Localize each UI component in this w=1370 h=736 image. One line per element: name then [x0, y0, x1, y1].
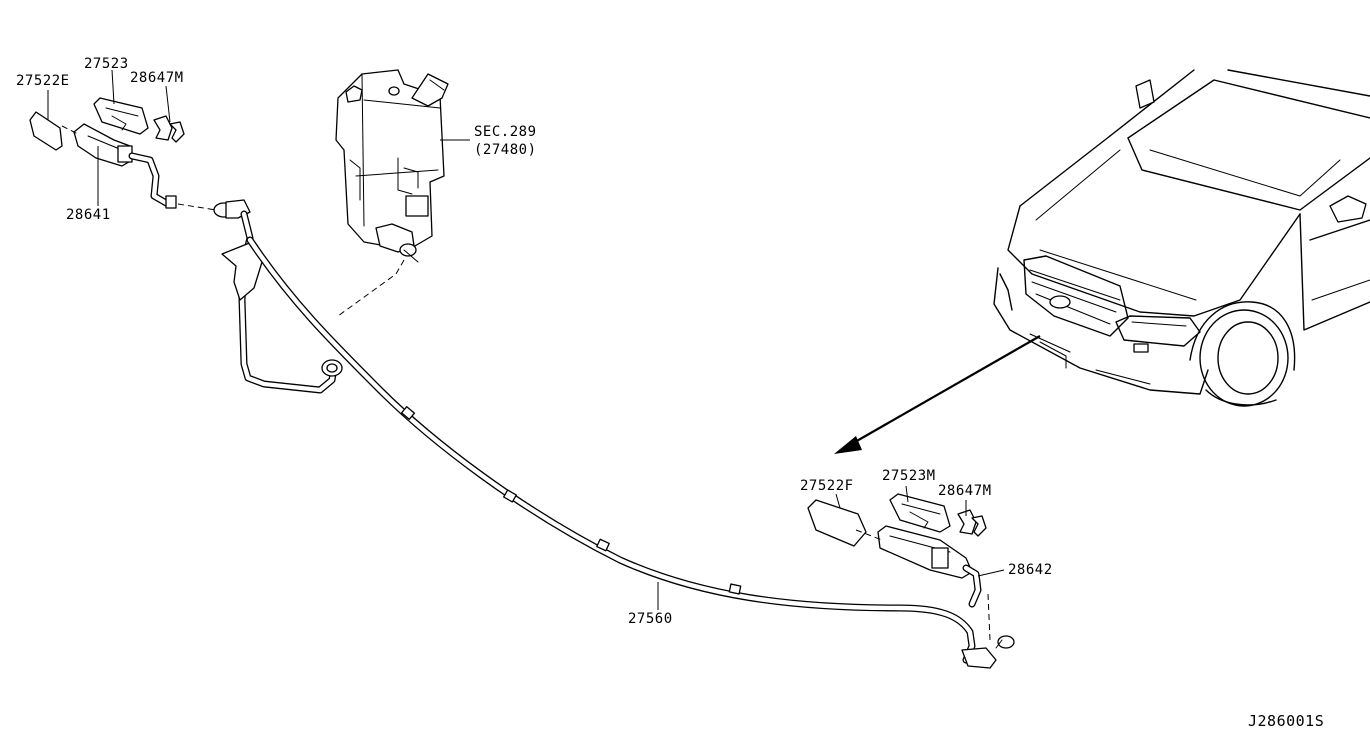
label-28647m-left: 28647M: [130, 70, 184, 86]
nozzle-right: [889, 493, 951, 533]
label-28642: 28642: [1008, 562, 1053, 578]
drawing-id: J286001S: [1248, 712, 1324, 730]
label-27522e: 27522E: [16, 73, 70, 89]
label-27480: (27480): [474, 142, 537, 158]
nozzle-cover-right: [807, 499, 867, 547]
actuator-right: [877, 525, 973, 579]
vehicle-front-illustration: [993, 69, 1370, 407]
leader-lines: [47, 69, 1005, 610]
nozzle-cover-left: [29, 111, 63, 151]
clip-left: [153, 115, 173, 141]
label-28647m-right: 28647M: [938, 483, 992, 499]
washer-tank: [335, 69, 449, 263]
right-washer-assembly: [807, 493, 987, 608]
location-arrow: [834, 335, 1041, 454]
label-27560: 27560: [628, 611, 673, 627]
label-28641: 28641: [66, 207, 111, 223]
washer-hose: [213, 199, 1015, 669]
label-27523: 27523: [84, 56, 129, 72]
clip-right: [957, 509, 977, 535]
label-27522f: 27522F: [800, 478, 854, 494]
label-27523m: 27523M: [882, 468, 936, 484]
nozzle-left: [93, 97, 149, 135]
left-washer-assembly: [29, 97, 217, 211]
tank-connection-dashed: [337, 259, 405, 317]
label-sec-289: SEC.289: [474, 124, 537, 140]
